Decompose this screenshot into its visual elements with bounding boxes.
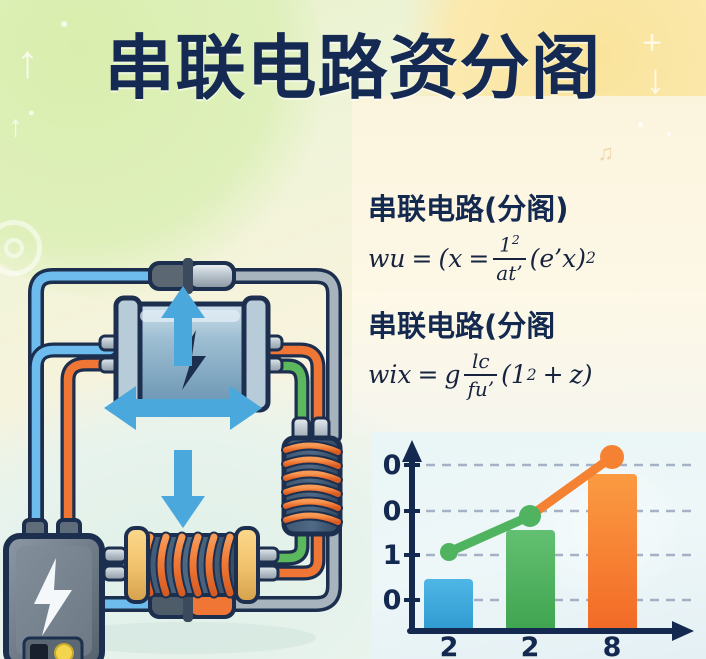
x-tick-label-2: 8 — [603, 632, 622, 659]
formula1-tail-close: ) — [576, 243, 586, 273]
formula2-tail-close: ) — [582, 360, 593, 390]
coil-horizontal — [102, 526, 280, 604]
heading-series-circuit-1: 串联电路(分阁) — [368, 192, 569, 226]
y-tick-label-1: 0 — [383, 496, 402, 527]
formula2-eq1: = — [417, 360, 439, 390]
four-way-arrow-icon — [104, 286, 262, 528]
formula1-fraction: 12 at’ — [493, 232, 526, 285]
x-tick-label-0: 2 — [440, 632, 459, 659]
formula2-coef: g — [444, 360, 461, 390]
wire-orange-inner — [63, 359, 115, 543]
formula2-tail-base: 1 — [510, 360, 527, 390]
heading-series-circuit-2: 串联电路(分阁 — [368, 308, 556, 343]
wire-green-lower — [257, 523, 307, 563]
formula1-var: x — [448, 243, 463, 273]
bar-0 — [424, 579, 473, 631]
diagram-shadow — [56, 622, 316, 654]
y-tick-label-3: 0 — [383, 585, 402, 616]
wire-green-right — [267, 361, 307, 441]
formula1-tail-open: ( — [529, 243, 540, 273]
x-tick-label-1: 2 — [521, 632, 540, 659]
formula-panel: 串联电路(分阁) wu = ( x = 12 at’ ( e’x ) 2 串联电… — [368, 186, 706, 401]
formula-2: wix = g lc fu’ ( 1 2 + z ) — [368, 349, 706, 401]
y-tick-label-0: 0 — [383, 450, 402, 481]
chart-axes — [402, 440, 694, 641]
formula-1: wu = ( x = 12 at’ ( e’x ) 2 — [368, 232, 706, 285]
formula2-lhs: wix — [368, 360, 412, 390]
formula1-tail: e’x — [539, 243, 577, 273]
wire-orange-inner-stroke — [60, 356, 118, 546]
formula1-eq1: = — [411, 243, 433, 273]
coil-vertical — [281, 416, 343, 537]
trend-marker-0 — [440, 543, 458, 561]
formula1-tail-sup: 2 — [585, 249, 596, 268]
bar-chart: 0 0 1 0 2 2 8 — [383, 440, 694, 659]
formula2-denominator: fu’ — [464, 373, 498, 401]
wire-gray-outer — [227, 271, 339, 441]
wire-orange-right — [267, 345, 323, 441]
formula2-plus: + — [542, 360, 564, 390]
fuse-top — [148, 258, 236, 294]
formula2-tail-var: z — [569, 360, 583, 390]
bar-2 — [588, 474, 637, 631]
lightning-bolt-icon — [34, 558, 72, 636]
page-title: 串联电路资分阁 — [104, 27, 602, 109]
wire-orange-lower2 — [257, 523, 323, 578]
formula1-denominator: at’ — [493, 257, 526, 285]
formula1-open: ( — [438, 243, 449, 273]
trend-line-segment-0 — [444, 511, 535, 557]
trend-marker-2 — [600, 445, 624, 469]
wire-gray-bottom — [227, 523, 339, 609]
formula2-tail-sup: 2 — [526, 365, 537, 384]
formula1-numerator: 12 — [499, 232, 520, 257]
formula2-fraction: lc fu’ — [464, 348, 498, 401]
wire-blue-inner — [31, 345, 115, 543]
trend-marker-1 — [519, 505, 541, 527]
wire-blue-outer — [31, 271, 155, 543]
formula2-tail-open: ( — [501, 360, 511, 390]
formula1-lhs: wu — [368, 243, 406, 273]
trend-line-segment-1 — [525, 452, 617, 521]
circuit-diagram — [3, 258, 343, 659]
y-axis-arrow-icon — [402, 440, 422, 462]
y-tick-label-2: 1 — [383, 540, 402, 571]
battery-unit — [3, 518, 105, 659]
formula1-eq2: = — [468, 243, 490, 273]
bar-1 — [506, 530, 555, 631]
x-axis-arrow-icon — [672, 621, 694, 641]
formula2-numerator: lc — [471, 348, 490, 373]
